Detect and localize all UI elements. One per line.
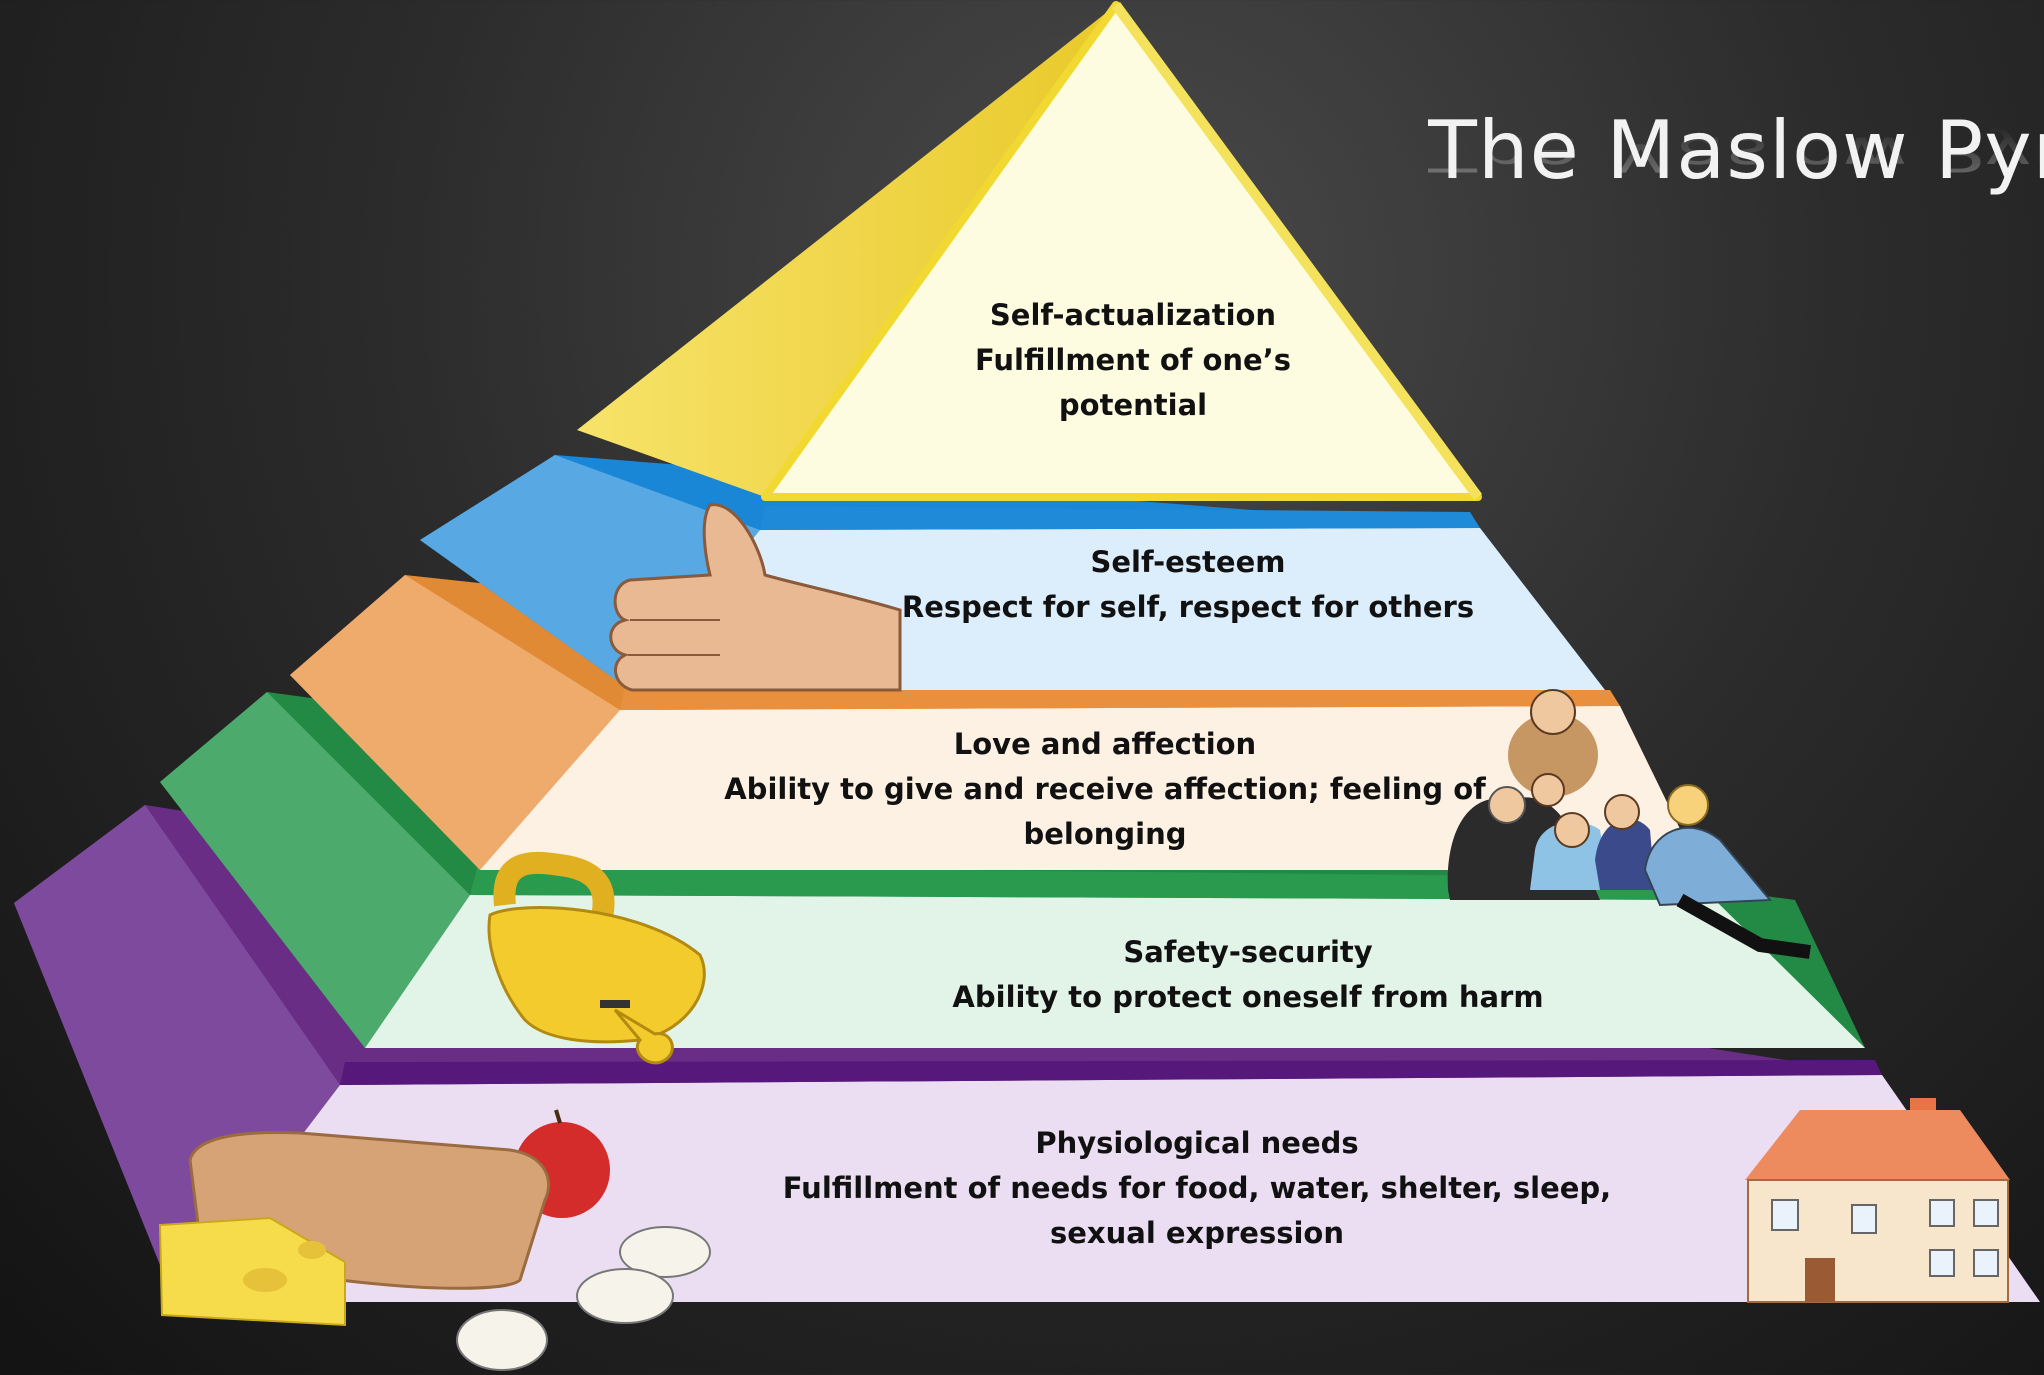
love-desc-line2: belonging xyxy=(1023,817,1187,851)
self-esteem-desc-line1: Respect for self, respect for others xyxy=(901,590,1475,624)
physiological-desc-line2: sexual expression xyxy=(1049,1216,1345,1250)
self-actualization-name: Self-actualization xyxy=(989,298,1277,332)
self-esteem-text: Self-esteem Respect for self, respect fo… xyxy=(902,540,1474,630)
family-icon xyxy=(1447,689,1811,959)
level-self-actualization xyxy=(577,1,1483,501)
self-esteem-name: Self-esteem xyxy=(1090,545,1286,579)
padlock-icon xyxy=(487,851,706,1065)
love-desc-line1: Ability to give and receive affection; f… xyxy=(724,772,1486,806)
love-text: Love and affection Ability to give and r… xyxy=(724,722,1486,857)
safety-desc-line1: Ability to protect oneself from harm xyxy=(952,980,1544,1014)
self-actualization-desc-line2: potential xyxy=(1058,388,1208,422)
physiological-text: Physiological needs Fulfillment of needs… xyxy=(783,1121,1611,1256)
slide-title-area: The Maslow Pyramid The Maslow Pyramid xyxy=(1428,104,2044,274)
self-actualization-desc-line1: Fulfillment of one’s xyxy=(975,343,1291,377)
slide-title: The Maslow Pyramid xyxy=(1428,104,2044,197)
love-name: Love and affection xyxy=(953,727,1257,761)
physiological-name: Physiological needs xyxy=(1035,1126,1359,1160)
slide-title-reflection: The Maslow Pyramid xyxy=(1428,126,2044,182)
thumbs-up-icon xyxy=(609,503,902,692)
safety-name: Safety-security xyxy=(1123,935,1373,969)
safety-text: Safety-security Ability to protect onese… xyxy=(952,930,1543,1020)
self-actualization-text: Self-actualization Fulfillment of one’s … xyxy=(975,293,1291,428)
food-icon xyxy=(158,1109,711,1371)
house-icon xyxy=(1745,1098,2010,1303)
physiological-desc-line1: Fulfillment of needs for food, water, sh… xyxy=(782,1171,1612,1205)
